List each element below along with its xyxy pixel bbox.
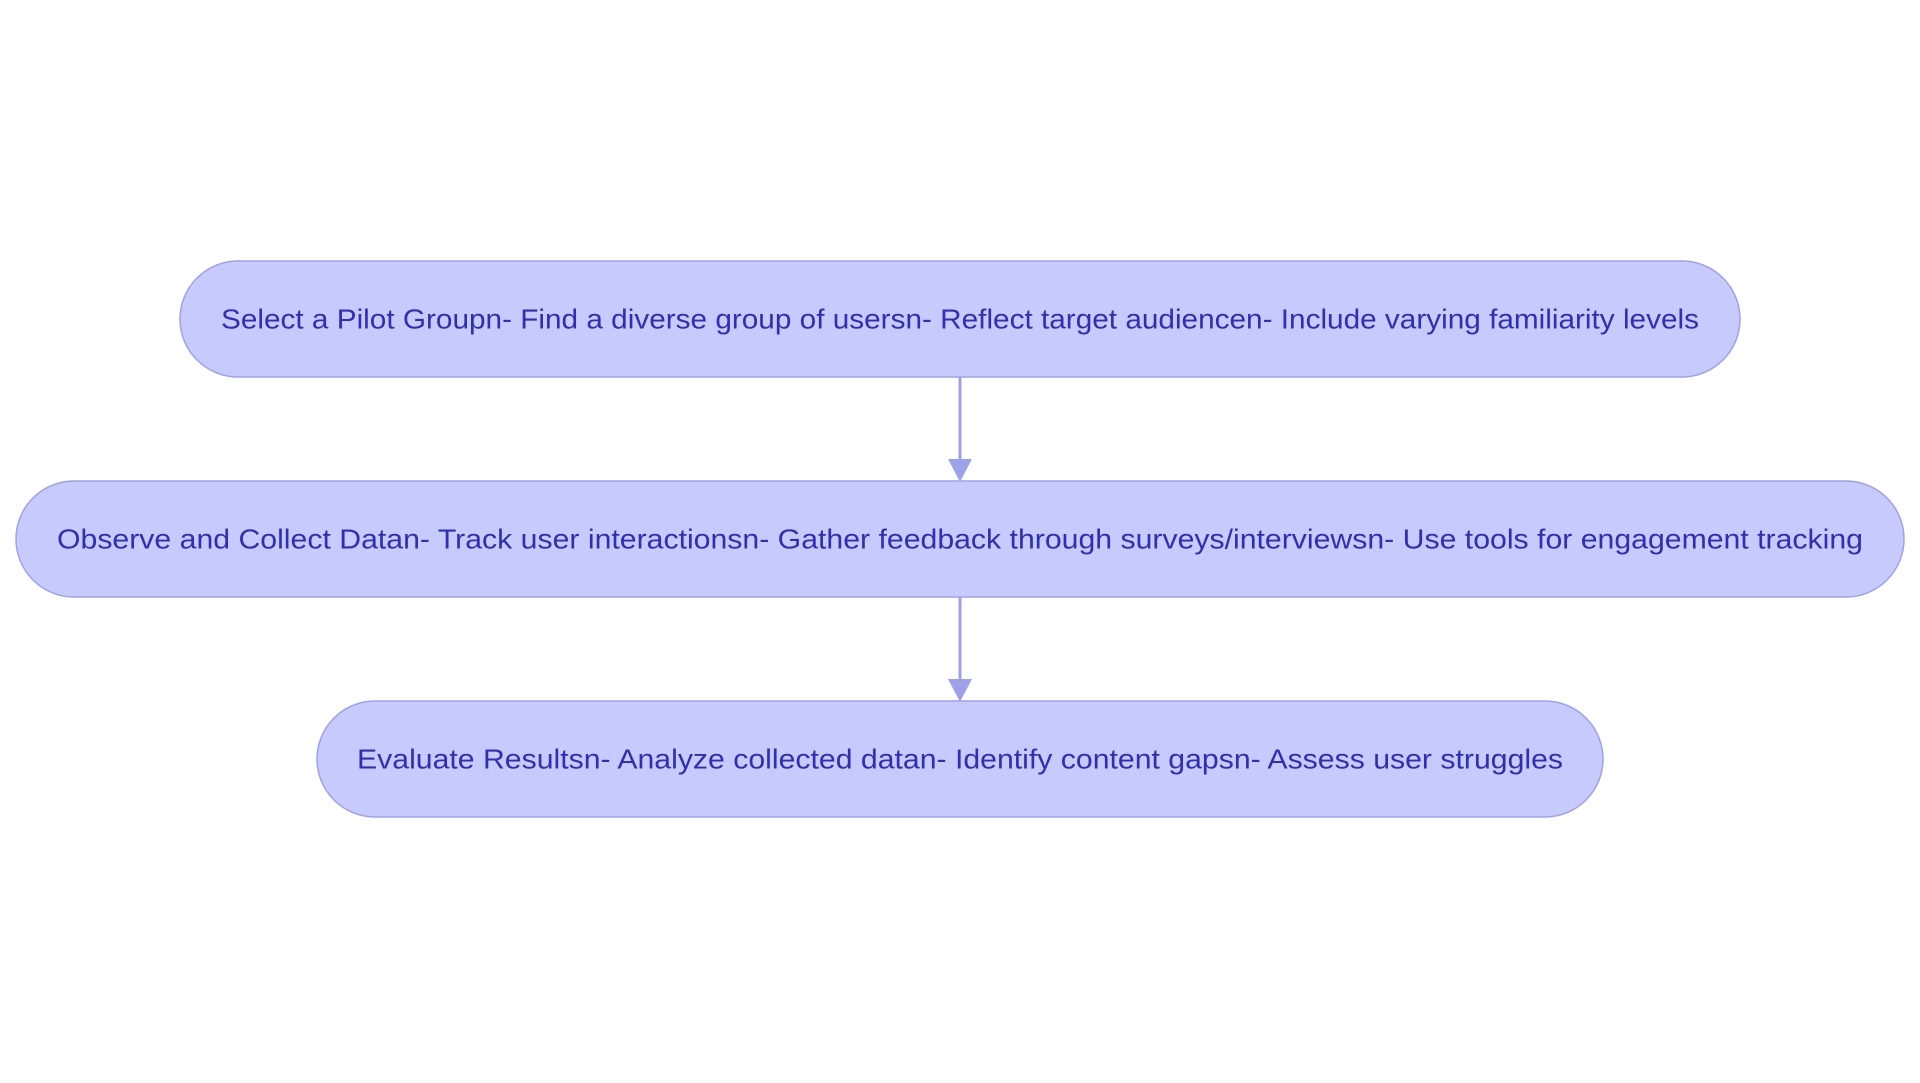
node-observe-collect-data-label: Observe and Collect Datan- Track user in… [57,524,1863,555]
node-select-pilot-group-label: Select a Pilot Groupn- Find a diverse gr… [221,304,1699,335]
node-evaluate-results-label: Evaluate Resultsn- Analyze collected dat… [357,744,1563,775]
node-observe-collect-data-shape [15,480,1905,598]
arrowhead-select-to-observe [948,459,972,482]
nodes-layer: Select a Pilot Groupn- Find a diverse gr… [15,260,1905,818]
arrowhead-observe-to-evaluate [948,679,972,702]
node-evaluate-results-shape [316,700,1604,818]
node-select-pilot-group-shape [179,260,1741,378]
node-select-pilot-group[interactable]: Select a Pilot Groupn- Find a diverse gr… [179,260,1741,378]
edges-layer [948,377,972,702]
node-evaluate-results[interactable]: Evaluate Resultsn- Analyze collected dat… [316,700,1604,818]
node-observe-collect-data[interactable]: Observe and Collect Datan- Track user in… [15,480,1905,598]
